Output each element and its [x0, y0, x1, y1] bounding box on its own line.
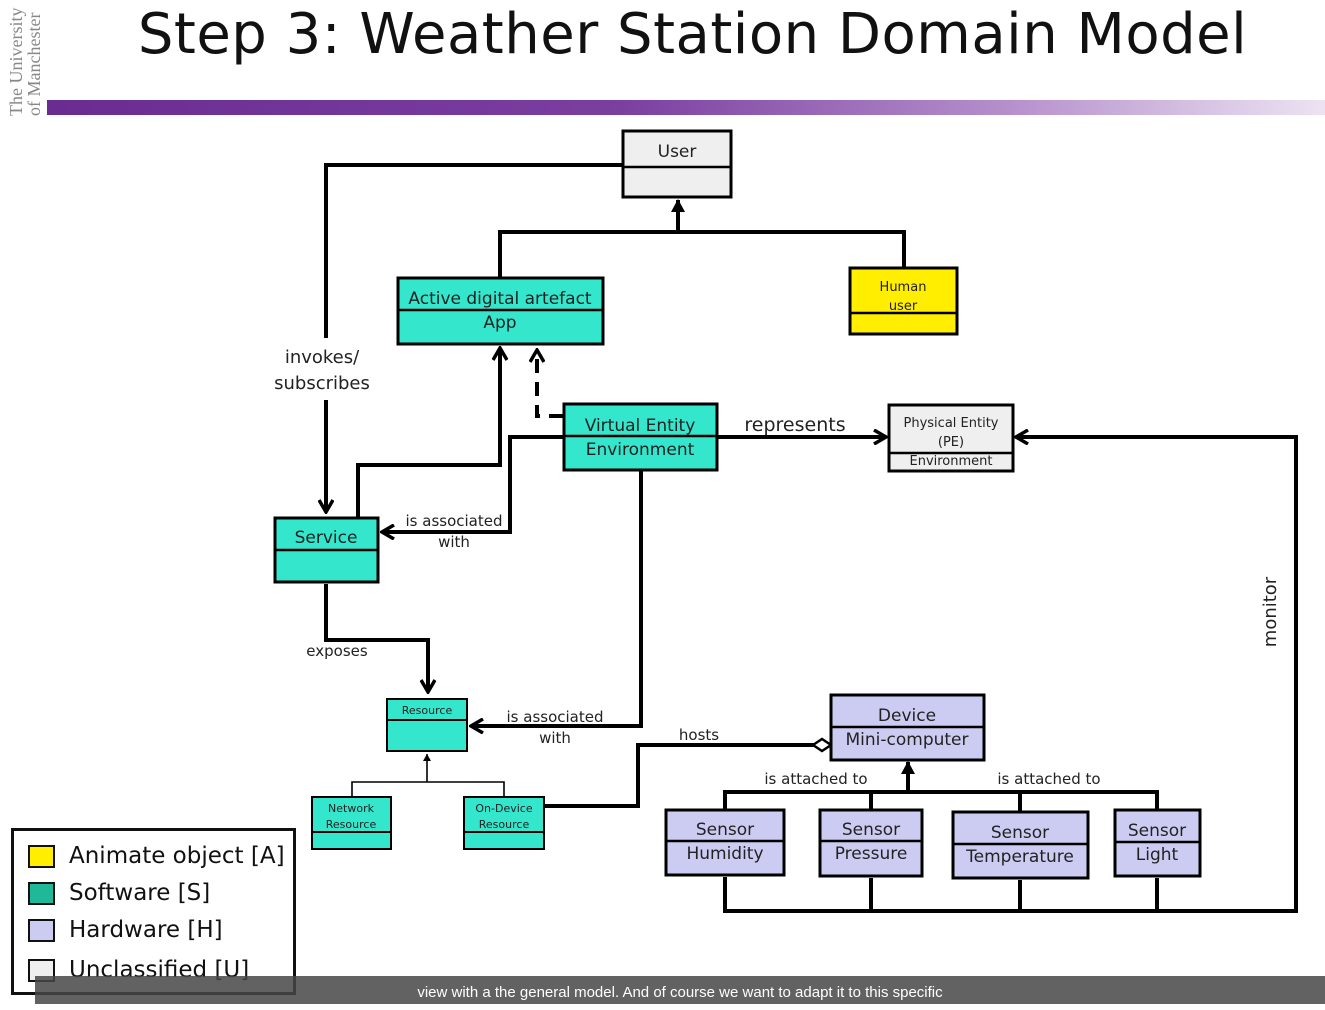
node-sensor-humidity[interactable]: Sensor Humidity [664, 808, 786, 877]
node-sensor-pressure[interactable]: Sensor Pressure [818, 808, 924, 878]
edge-service-app [356, 348, 500, 518]
node-physical-entity[interactable]: Physical Entity (PE) Environment [887, 403, 1015, 473]
legend-label-animate: Animate object [A] [69, 843, 285, 869]
edge-monitor [723, 437, 1298, 913]
edge-ve-app-dashed [537, 350, 563, 418]
label-represents: represents [744, 414, 845, 436]
node-virtual-entity[interactable]: Virtual Entity Environment [562, 402, 719, 472]
node-sensor-pressure-line1: Sensor [842, 820, 900, 840]
video-subtitle: view with a the general model. And of co… [35, 976, 1325, 1004]
node-app-line1: Active digital artefact [408, 289, 592, 309]
node-sensor-temperature-line2: Temperature [965, 847, 1074, 867]
node-device[interactable]: Device Mini-computer [829, 693, 986, 762]
edge-user-generalization [498, 230, 906, 280]
label-attached-right: is attached to [997, 770, 1100, 788]
label-exposes: exposes [306, 642, 368, 660]
node-physical-entity-line3: Environment [909, 454, 992, 469]
edge-attached-bus [723, 790, 1159, 812]
node-resource[interactable]: Resource [386, 698, 468, 752]
node-user[interactable]: User [621, 129, 733, 199]
legend-label-hardware: Hardware [H] [69, 917, 223, 943]
label-hosts: hosts [679, 726, 719, 744]
label-invokes-line2: subscribes [274, 373, 370, 394]
node-resource-label: Resource [402, 704, 453, 717]
logo-line-1: The University [6, 8, 26, 116]
slide-title: Step 3: Weather Station Domain Model [137, 2, 1248, 67]
edge-invokes-top [324, 163, 624, 338]
edge-ve-resource [471, 470, 643, 726]
node-app-line2: App [483, 313, 516, 333]
node-sensor-humidity-line1: Sensor [696, 820, 754, 840]
node-virtual-entity-line1: Virtual Entity [585, 416, 696, 436]
node-on-device-resource-line2: Resource [479, 818, 530, 831]
label-assoc-resource-line2: with [539, 729, 571, 747]
label-assoc-resource-line1: is associated [507, 708, 604, 726]
legend-item-hardware: Hardware [H] [28, 915, 223, 945]
node-sensor-temperature[interactable]: Sensor Temperature [951, 810, 1090, 880]
hosts-diamond [810, 737, 834, 753]
node-physical-entity-line2: (PE) [938, 435, 964, 450]
edge-hosts [545, 743, 815, 808]
node-network-resource-line2: Resource [326, 818, 377, 831]
legend-swatch-animate [28, 844, 55, 868]
node-physical-entity-line1: Physical Entity [904, 416, 999, 431]
node-human-user-line2: user [889, 299, 918, 314]
legend-swatch-software [28, 881, 55, 905]
node-sensor-light-line2: Light [1136, 845, 1179, 865]
title-banner [47, 100, 1325, 115]
node-app[interactable]: Active digital artefact App [396, 276, 605, 346]
logo-line-2: of Manchester [24, 13, 44, 116]
node-service[interactable]: Service [273, 516, 380, 584]
node-service-label: Service [295, 528, 358, 548]
node-network-resource-line1: Network [328, 802, 375, 815]
node-human-user[interactable]: Human user [848, 266, 959, 336]
label-assoc-service-line1: is associated [406, 512, 503, 530]
node-sensor-light-line1: Sensor [1128, 821, 1186, 841]
node-user-label: User [658, 142, 697, 162]
node-on-device-resource-line1: On-Device [475, 802, 532, 815]
edge-resource-specialization [351, 781, 505, 796]
legend-swatch-hardware [28, 918, 55, 942]
edge-monitor-branches [869, 878, 1159, 911]
node-virtual-entity-line2: Environment [586, 440, 695, 460]
edge-exposes [324, 584, 428, 692]
node-sensor-temperature-line1: Sensor [991, 823, 1049, 843]
node-sensor-light[interactable]: Sensor Light [1113, 808, 1202, 878]
node-device-line2: Mini-computer [845, 730, 968, 750]
label-monitor: monitor [1260, 576, 1281, 647]
label-attached-left: is attached to [764, 770, 867, 788]
edge-ve-service [382, 435, 565, 532]
node-human-user-line1: Human [880, 280, 927, 295]
node-sensor-humidity-line2: Humidity [686, 844, 763, 864]
label-invokes-line1: invokes/ [285, 347, 360, 368]
university-logo: The University of Manchester [6, 8, 44, 116]
legend-item-software: Software [S] [28, 878, 210, 908]
legend-item-animate: Animate object [A] [28, 841, 285, 871]
node-network-resource[interactable]: Network Resource [311, 796, 392, 850]
legend: Animate object [A] Software [S] Hardware… [11, 828, 296, 995]
node-sensor-pressure-line2: Pressure [835, 844, 908, 864]
node-device-line1: Device [878, 706, 936, 726]
legend-label-software: Software [S] [69, 880, 211, 906]
label-assoc-service-line2: with [438, 533, 470, 551]
node-on-device-resource[interactable]: On-Device Resource [463, 796, 545, 850]
